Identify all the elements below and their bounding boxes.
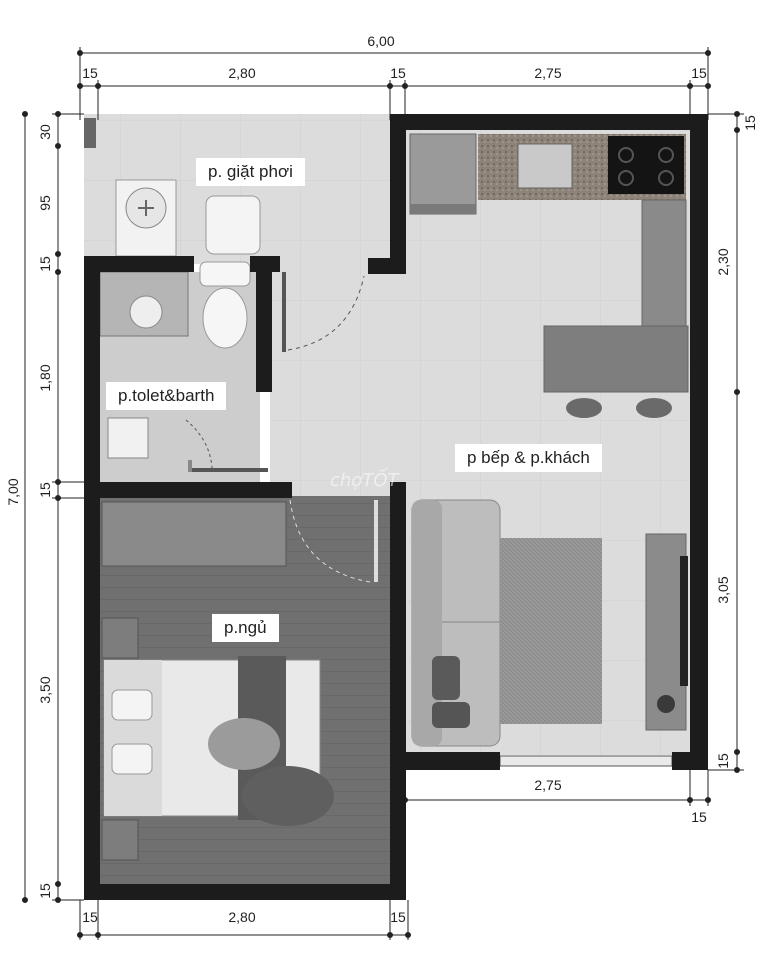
dim-right-1: 15: [742, 115, 758, 131]
dim-top-1: 15: [82, 65, 98, 81]
dim-top-5: 15: [691, 65, 707, 81]
breakfast-bar: [543, 325, 689, 393]
dim-living-bottom-wall: 15: [691, 809, 707, 825]
cooktop: [608, 136, 684, 194]
room-label-bathroom: p.tolet&barth: [106, 382, 227, 410]
dim-living-bottom: 2,75: [534, 777, 561, 793]
bath-sink: [107, 417, 149, 459]
nightstand-top: [101, 617, 139, 659]
living-window-bottom: [499, 755, 673, 767]
dim-left-3: 15: [37, 256, 53, 272]
room-label-living-kitchen: p bếp & p.khách: [455, 444, 602, 472]
walls: [84, 114, 708, 900]
dim-top-4: 2,75: [534, 65, 561, 81]
dimension-labels: 6,00 15 2,80 15 2,75 15 7,00 30 95 15 1,…: [5, 33, 758, 925]
bathroom-fixtures: [99, 261, 268, 472]
dim-left-2: 95: [37, 195, 53, 211]
dim-left-total: 7,00: [5, 478, 21, 505]
room-label-laundry: p. giặt phơi: [196, 158, 305, 186]
dim-bottom-1: 15: [82, 909, 98, 925]
toilet: [202, 287, 248, 349]
dim-left-4: 1,80: [37, 364, 53, 391]
laundry-fixtures: [84, 118, 261, 257]
dim-top-total: 6,00: [367, 33, 394, 49]
dim-bottom-2: 2,80: [228, 909, 255, 925]
dim-right-3: 3,05: [715, 576, 731, 603]
area-rug: [500, 538, 602, 724]
dim-left-6: 3,50: [37, 676, 53, 703]
dim-left-7: 15: [37, 883, 53, 899]
dim-top-3: 15: [390, 65, 406, 81]
kitchen-sink: [517, 143, 573, 189]
bedroom-furniture: [101, 499, 378, 899]
kitchen-fixtures: [282, 133, 689, 418]
laundry-sink: [205, 195, 261, 255]
dim-left-1: 30: [37, 124, 53, 140]
fridge: [409, 133, 477, 215]
hall-floor: [270, 258, 400, 498]
dim-left-5: 15: [37, 482, 53, 498]
nightstand-bottom: [101, 819, 139, 861]
dimension-lines: [22, 47, 744, 940]
watermark: chợTỐT: [330, 470, 399, 491]
side-counter: [641, 199, 687, 327]
dim-right-2: 2,30: [715, 248, 731, 275]
dim-top-2: 2,80: [228, 65, 255, 81]
wardrobe: [101, 501, 287, 567]
dim-bottom-3: 15: [390, 909, 406, 925]
dim-right-4: 15: [715, 753, 731, 769]
room-label-bedroom: p.ngủ: [212, 614, 279, 642]
